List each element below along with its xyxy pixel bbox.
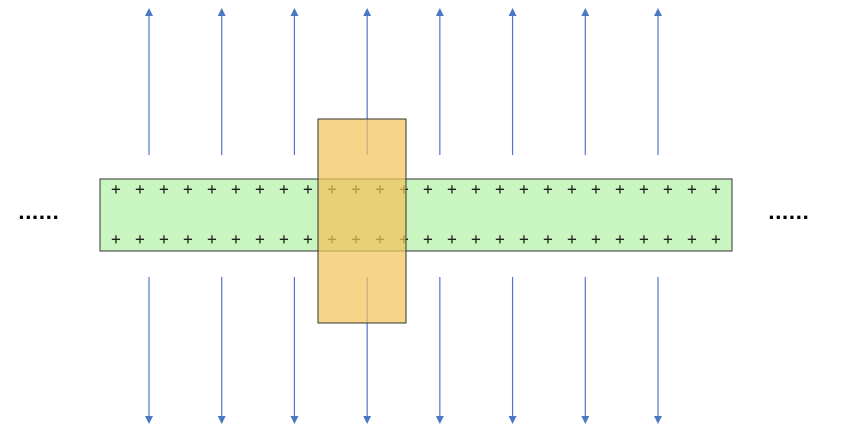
charge-plus-row2-17: + [495,230,505,249]
charge-plus-row1-14: + [423,180,433,199]
charge-plus-row1-7: + [255,180,265,199]
charge-plus-row1-2: + [135,180,145,199]
charge-plus-row2-1: + [111,230,121,249]
charge-plus-row2-18: + [519,230,529,249]
charge-plus-row1-1: + [111,180,121,199]
charge-plus-row2-9: + [303,230,313,249]
charge-plus-row1-9: + [303,180,313,199]
charge-plus-row1-26: + [711,180,721,199]
charge-plus-row2-8: + [279,230,289,249]
charge-plus-row1-17: + [495,180,505,199]
charge-plus-row2-21: + [591,230,601,249]
charge-plus-row2-16: + [471,230,481,249]
charge-plus-row2-5: + [207,230,217,249]
charge-plus-row2-14: + [423,230,433,249]
charge-plus-row1-5: + [207,180,217,199]
gaussian-surface-box [317,118,407,324]
charge-plus-row2-6: + [231,230,241,249]
charge-plus-row2-20: + [567,230,577,249]
charge-plus-row2-25: + [687,230,697,249]
charge-plus-row2-15: + [447,230,457,249]
charge-plus-row1-6: + [231,180,241,199]
charge-plus-row2-2: + [135,230,145,249]
charge-plus-row1-21: + [591,180,601,199]
charge-plus-row2-24: + [663,230,673,249]
charge-plus-row2-4: + [183,230,193,249]
charge-plus-row1-19: + [543,180,553,199]
charge-plus-row1-18: + [519,180,529,199]
charge-plus-row1-4: + [183,180,193,199]
charged-sheet [99,178,733,252]
charge-plus-row1-22: + [615,180,625,199]
charge-plus-row1-16: + [471,180,481,199]
charge-plus-row1-15: + [447,180,457,199]
charge-plus-row2-23: + [639,230,649,249]
charge-plus-row1-23: + [639,180,649,199]
ellipsis-left: ...... [18,203,59,224]
charge-plus-row1-3: + [159,180,169,199]
charge-plus-row2-19: + [543,230,553,249]
charge-plus-row1-25: + [687,180,697,199]
charge-plus-row2-3: + [159,230,169,249]
charge-plus-row2-7: + [255,230,265,249]
charge-plus-row2-26: + [711,230,721,249]
charge-plus-row1-24: + [663,180,673,199]
ellipsis-right: ...... [768,203,809,224]
charge-plus-row1-8: + [279,180,289,199]
charge-plus-row2-22: + [615,230,625,249]
charge-plus-row1-20: + [567,180,577,199]
